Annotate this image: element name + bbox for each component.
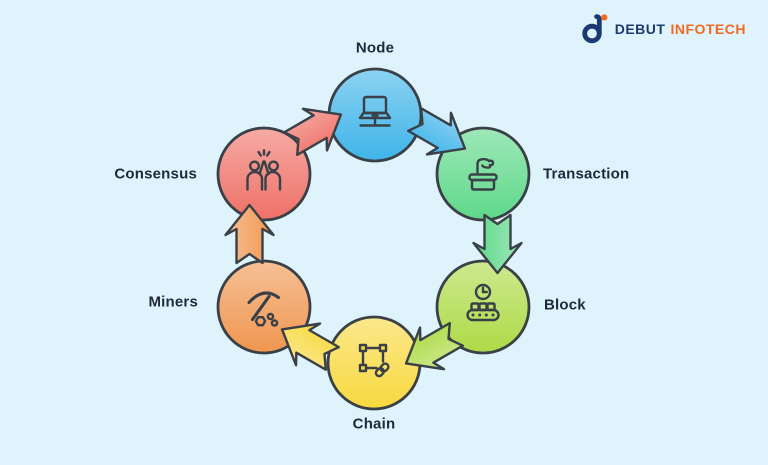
conveyor-clock-icon: [466, 283, 500, 322]
consensus-label: Consensus: [114, 165, 197, 183]
arrow-miners-to-consensus: [224, 203, 275, 265]
logo-brand-secondary: INFOTECH: [670, 20, 746, 37]
arrow-chain-to-miners: [280, 322, 340, 371]
logo-brand-primary: DEBUT: [614, 20, 666, 37]
linked-frame-icon: [358, 343, 390, 378]
debut-infotech-logo-icon: [582, 14, 608, 44]
cycle-arrows: [224, 107, 523, 371]
arrow-consensus-to-node: [283, 107, 343, 157]
arrow-block-to-chain: [404, 321, 464, 371]
node-label: Node: [355, 39, 395, 57]
high-five-icon: [246, 149, 282, 191]
consensus-circle: [216, 126, 312, 222]
block-circle: [435, 259, 531, 355]
hand-deposit-icon: [468, 157, 498, 191]
arrow-transaction-to-block: [472, 213, 523, 275]
block-label: Block: [544, 296, 586, 314]
arrow-node-to-transaction: [407, 107, 467, 156]
pickaxe-icon: [247, 291, 281, 327]
laptop-icon: [358, 95, 392, 127]
chain-label: Chain: [352, 415, 396, 433]
logo-dot: [600, 14, 608, 21]
cycle-circles: [216, 67, 531, 411]
miners-label: Miners: [148, 293, 198, 311]
transaction-label: Transaction: [543, 165, 630, 183]
